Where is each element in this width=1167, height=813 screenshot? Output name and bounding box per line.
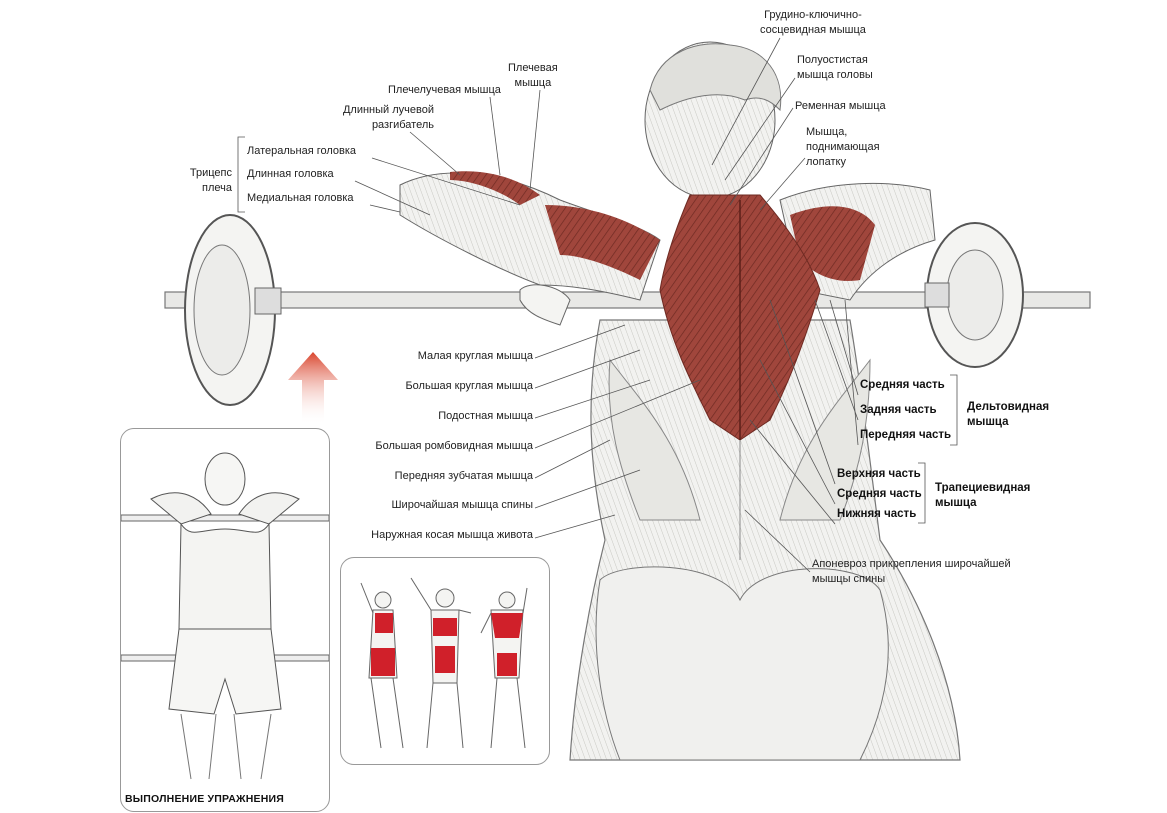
label-latissimus-dorsi: Широчайшая мышца спины — [391, 499, 533, 511]
label-triceps-long: Длинная головка — [247, 168, 334, 180]
label-deltoid-middle: Средняя часть — [860, 379, 945, 391]
label-line: Полуостистая — [797, 54, 868, 66]
figure-front — [410, 577, 472, 749]
label-deltoid-parts: Средняя часть Задняя часть Передняя част… — [860, 375, 951, 445]
label-deltoid-group: Дельтовидная мышца — [967, 400, 1049, 430]
label-splenius: Ременная мышца — [795, 100, 886, 112]
leader-lines — [237, 37, 958, 573]
label-trapezius-upper: Верхняя часть — [837, 468, 921, 480]
exercise-figure — [120, 452, 330, 780]
label-semispinalis-capitis: Полуостистая мышца головы — [797, 53, 873, 83]
label-teres-major: Большая круглая мышца — [405, 380, 533, 392]
label-line: лопатку — [806, 156, 846, 168]
label-line: мышца — [514, 77, 552, 89]
label-line: Дельтовидная — [967, 401, 1050, 413]
label-ext-carpi-radialis-longus: Длинный лучевой разгибатель — [322, 103, 434, 133]
label-line: сосцевидная мышца — [760, 24, 866, 36]
label-line: разгибатель — [371, 119, 434, 131]
label-line: Грудино-ключично- — [764, 9, 862, 21]
label-rhomboid-major: Большая ромбовидная мышца — [375, 440, 533, 452]
label-line: мышца — [935, 497, 977, 509]
label-deltoid-posterior: Задняя часть — [860, 404, 937, 416]
label-triceps-medial: Медиальная головка — [247, 192, 354, 204]
label-aponeurosis: Апоневроз прикрепления широчайшей мышцы … — [812, 557, 1011, 587]
label-external-oblique: Наружная косая мышца живота — [371, 529, 533, 541]
barbell — [164, 214, 1091, 406]
label-brachialis: Плечевая мышца — [508, 61, 558, 91]
figure-side — [360, 582, 404, 749]
label-line: Трицепс — [189, 167, 232, 179]
label-line: Мышца, — [806, 126, 848, 138]
label-trapezius-middle: Средняя часть — [837, 488, 922, 500]
label-trapezius-lower: Нижняя часть — [837, 508, 917, 520]
label-triceps-lateral: Латеральная головка — [247, 145, 357, 157]
label-serratus-anterior: Передняя зубчатая мышца — [394, 470, 533, 482]
figure-back — [480, 587, 528, 749]
arrow-up-icon — [288, 352, 338, 425]
label-line: Плечевая — [508, 62, 558, 74]
label-trapezius-group: Трапециевидная мышца — [935, 481, 1030, 511]
label-line: мышцы спины — [812, 573, 886, 585]
label-levator-scapulae: Мышца, поднимающая лопатку — [806, 125, 880, 170]
label-brachioradialis: Плечелучевая мышца — [388, 84, 501, 96]
label-line: Апоневроз прикрепления широчайшей — [812, 558, 1011, 570]
label-line: поднимающая — [806, 141, 880, 153]
label-infraspinatus: Подостная мышца — [438, 410, 533, 422]
inset-exercise-execution: ВЫПОЛНЕНИЕ УПРАЖНЕНИЯ — [120, 428, 330, 812]
label-trapezius-parts: Верхняя часть Средняя часть Нижняя часть — [837, 464, 922, 524]
inset-caption: ВЫПОЛНЕНИЕ УПРАЖНЕНИЯ — [125, 793, 285, 805]
label-line: плеча — [202, 182, 232, 194]
label-sternocleidomastoid: Грудино-ключично- сосцевидная мышца — [760, 8, 866, 38]
label-teres-minor: Малая круглая мышца — [417, 350, 533, 362]
inset-muscle-map — [340, 557, 550, 765]
label-triceps-group: Трицепс плеча — [170, 166, 232, 196]
label-line: Трапециевидная — [935, 482, 1031, 494]
label-line: мышца головы — [797, 69, 873, 81]
label-line: мышца — [967, 416, 1009, 428]
muscle-map-figures — [360, 577, 528, 749]
figure-back — [399, 41, 961, 761]
label-deltoid-anterior: Передняя часть — [860, 429, 952, 441]
label-line: Длинный лучевой — [342, 104, 434, 116]
